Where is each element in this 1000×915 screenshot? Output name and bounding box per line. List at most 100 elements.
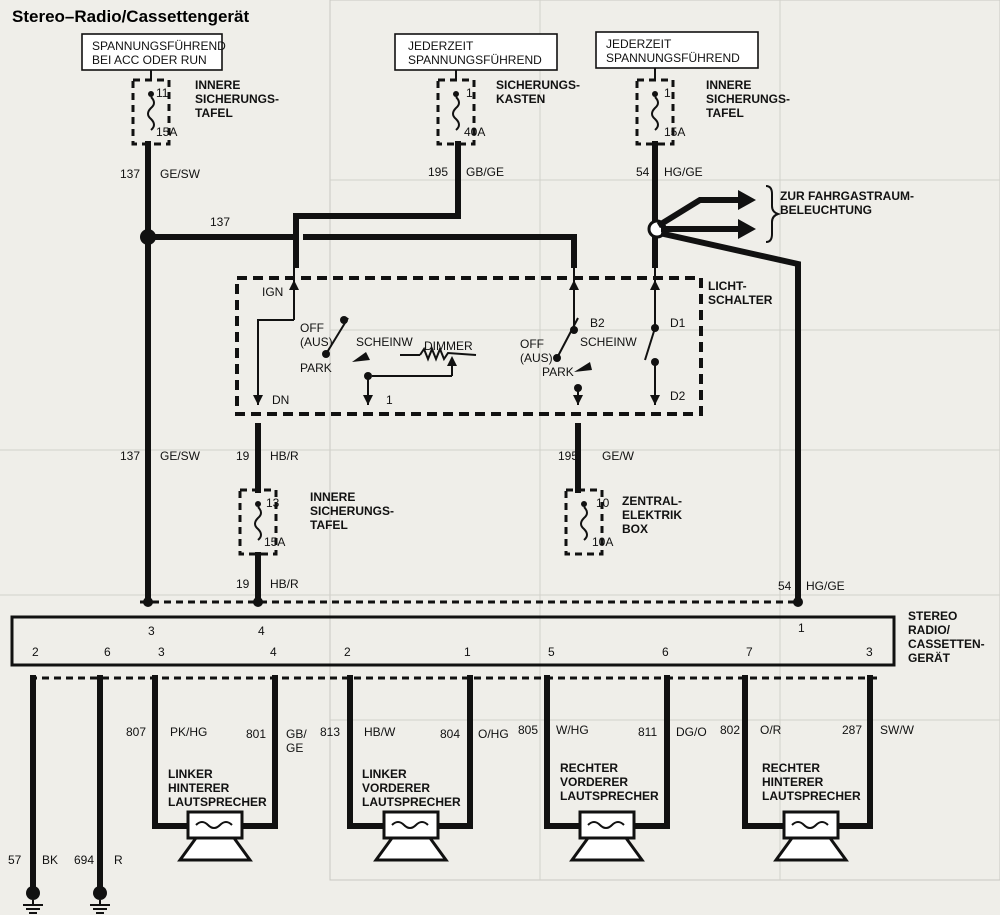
- fuse-rating: 40A: [464, 125, 485, 139]
- wire-number: 804: [440, 727, 460, 741]
- wire-137-to-ign: [287, 141, 461, 268]
- fuse-label: TAFEL: [706, 106, 744, 120]
- switch-pos-label: OFF: [300, 321, 324, 335]
- stereo-radio-unit: 3 4 1 2 6 3 4 2 1 5 6 7 3 STEREO RADIO/ …: [10, 609, 985, 667]
- source-label: BEI ACC ODER RUN: [92, 53, 207, 67]
- wire-color: GB/: [286, 727, 307, 741]
- wire-number: 694: [74, 853, 94, 867]
- speaker-label: RECHTER: [560, 761, 618, 775]
- fuse-rating: 15A: [664, 125, 685, 139]
- dimmer-label: DIMMER: [424, 339, 473, 353]
- page-title: Stereo–Radio/Cassettengerät: [12, 7, 249, 26]
- fuse-label: TAFEL: [195, 106, 233, 120]
- pin-label: D2: [670, 389, 686, 403]
- wire-number: 195: [558, 449, 578, 463]
- pin-number: 6: [104, 645, 111, 659]
- speaker-left-front: LINKER VORDERER LAUTSPRECHER 813 HB/W 80…: [320, 675, 509, 862]
- wire-color: O/HG: [478, 727, 509, 741]
- fuse-label: INNERE: [706, 78, 751, 92]
- switch-label: LICHT-: [708, 279, 747, 293]
- pin-number: 3: [148, 624, 155, 638]
- wire-number: 802: [720, 723, 740, 737]
- wire-19: 19 HB/R 19 HB/R: [236, 423, 299, 603]
- pin-number: 3: [866, 645, 873, 659]
- wire-number: 195: [428, 165, 448, 179]
- interior-light-label: ZUR FAHRGASTRAUM-: [780, 189, 914, 203]
- wire-number: 137: [210, 215, 230, 229]
- wire-number: 805: [518, 723, 538, 737]
- speaker-label: RECHTER: [762, 761, 820, 775]
- fuse-13: 13 15A INNERE SICHERUNGS- TAFEL: [238, 488, 394, 556]
- speaker-right-front: RECHTER VORDERER LAUTSPRECHER 805 W/HG 8…: [518, 675, 707, 862]
- speaker-label: LINKER: [168, 767, 213, 781]
- wire-number: 19: [236, 449, 250, 463]
- wire-color: GE: [286, 741, 303, 755]
- wire-195-zentral: 195 GE/W: [558, 423, 635, 493]
- wire-color: HG/GE: [664, 165, 703, 179]
- wire-color: GE/SW: [160, 167, 201, 181]
- source-label: SPANNUNGSFÜHREND: [92, 39, 226, 53]
- source-label: JEDERZEIT: [606, 37, 672, 51]
- radio-label: STEREO: [908, 609, 957, 623]
- fuse-number: 10: [596, 496, 610, 510]
- wire-137-main: 137 GE/SW 137 137 GE/SW: [120, 141, 293, 603]
- wire-color: DG/O: [676, 725, 707, 739]
- wire-color: O/R: [760, 723, 782, 737]
- source-box-always-2: JEDERZEIT SPANNUNGSFÜHREND: [595, 31, 759, 69]
- wire-number: 19: [236, 577, 250, 591]
- speaker-label: VORDERER: [362, 781, 430, 795]
- speaker-label: LAUTSPRECHER: [762, 789, 861, 803]
- switch-pos-label: PARK: [300, 361, 332, 375]
- fuse-label: SICHERUNGS-: [195, 92, 279, 106]
- wire-number: 54: [636, 165, 650, 179]
- pin-number: 7: [746, 645, 753, 659]
- pin-number: 2: [344, 645, 351, 659]
- wire-color: R: [114, 853, 123, 867]
- switch-pos-label: OFF: [520, 337, 544, 351]
- wire-color: GE/SW: [160, 449, 201, 463]
- fuse-label: BOX: [622, 522, 648, 536]
- wire-number: 807: [126, 725, 146, 739]
- radio-label: RADIO/: [908, 623, 951, 637]
- fuse-number: 13: [266, 496, 280, 510]
- pin-number: 6: [662, 645, 669, 659]
- wire-number: 137: [120, 449, 140, 463]
- fuse-label: ELEKTRIK: [622, 508, 682, 522]
- pin-number: 1: [798, 621, 805, 635]
- fuse-1-15a: 1 15A INNERE SICHERUNGS- TAFEL: [635, 78, 790, 146]
- interior-light-label: BELEUCHTUNG: [780, 203, 872, 217]
- speaker-label: HINTERER: [762, 775, 824, 789]
- pin-number: 5: [548, 645, 555, 659]
- fuse-10: 10 10A ZENTRAL- ELEKTRIK BOX: [564, 488, 682, 556]
- brace: [765, 185, 782, 243]
- speaker-label: HINTERER: [168, 781, 230, 795]
- switch-pos-label: PARK: [542, 365, 574, 379]
- wire-color: BK: [42, 853, 58, 867]
- source-box-always-1: JEDERZEIT SPANNUNGSFÜHREND: [394, 33, 558, 71]
- wire-color: SW/W: [880, 723, 915, 737]
- wire-color: GB/GE: [466, 165, 504, 179]
- pin-label: IGN: [262, 285, 283, 299]
- wire-color: HG/GE: [806, 579, 845, 593]
- wire-number: 811: [638, 725, 657, 739]
- switch-pos-label: (AUS): [520, 351, 553, 365]
- wire-number: 813: [320, 725, 340, 739]
- fuse-label: KASTEN: [496, 92, 545, 106]
- wire-color: HB/W: [364, 725, 396, 739]
- speaker-left-rear: LINKER HINTERER LAUTSPRECHER 807 PK/HG 8…: [126, 675, 307, 862]
- wire-color: W/HG: [556, 723, 589, 737]
- pin-number: 3: [158, 645, 165, 659]
- fuse-number: 1: [466, 86, 473, 100]
- background-show-through: [0, 0, 1000, 881]
- wire-number: 54: [778, 579, 792, 593]
- speaker-label: LAUTSPRECHER: [168, 795, 267, 809]
- fuse-label: INNERE: [310, 490, 355, 504]
- switch-pos-label: SCHEINW: [356, 335, 413, 349]
- switch-pos-label: SCHEINW: [580, 335, 637, 349]
- source-box-acc: SPANNUNGSFÜHREND BEI ACC ODER RUN: [81, 33, 226, 71]
- fuse-label: INNERE: [195, 78, 240, 92]
- fuse-label: SICHERUNGS-: [706, 92, 790, 106]
- switch-label: SCHALTER: [708, 293, 773, 307]
